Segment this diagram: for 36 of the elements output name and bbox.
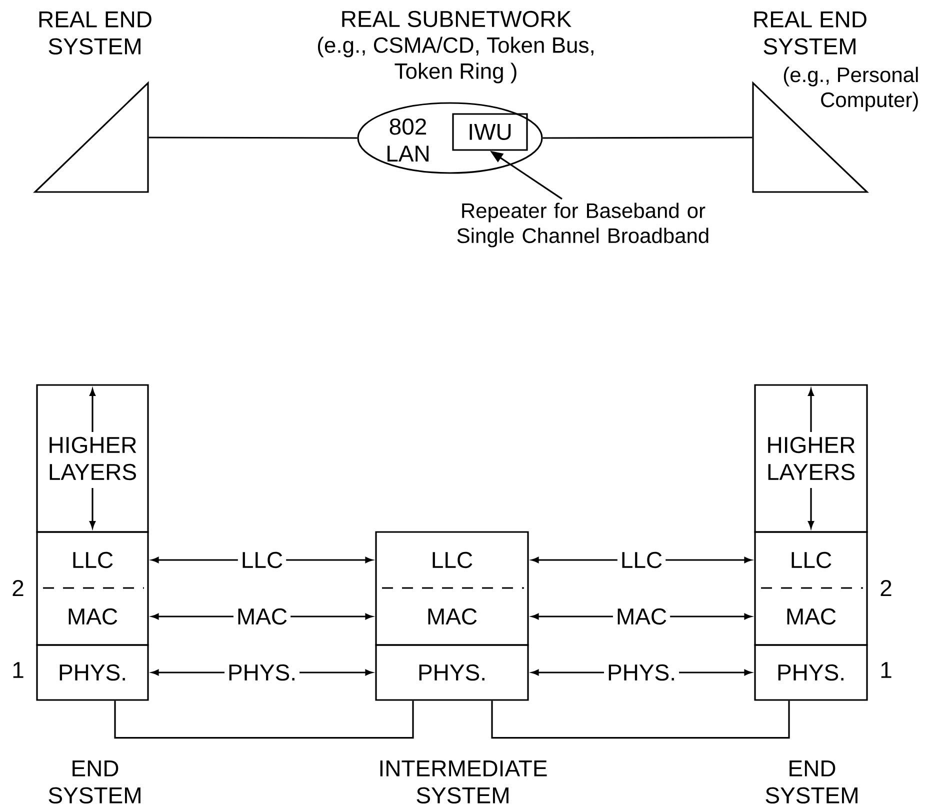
subnetwork-heading: (e.g., CSMA/CD, Token Bus, Token Ring ) [318,36,594,84]
layer-cell: LLC [375,531,529,589]
system-label: INTERMEDIATE SYSTEM [380,760,547,804]
layer-box: PHYS. [36,644,149,701]
layer-cell: MAC [36,588,149,646]
layer-number: 2 [880,580,892,596]
layer-cell: MAC [754,588,868,646]
layer-cell: LLC [36,531,149,589]
layer-number: 1 [13,662,24,678]
layer-box: HIGHER LAYERS [36,384,149,533]
edge-label: MAC [612,605,670,628]
system-label: END SYSTEM [48,760,140,804]
layer-box: PHYS. [754,644,868,701]
lan-label: 802 LAN [388,118,428,162]
bracket-line [491,700,790,739]
edge-label: MAC [233,605,291,628]
layer-cell: MAC [375,588,529,646]
system-heading: (e.g., Personal Computer) [784,66,918,112]
layer-box: PHYS. [375,644,529,701]
layer-cell: LLC [754,531,868,589]
link-line [542,136,752,139]
system-label: END SYSTEM [766,760,858,804]
note-text: Repeater for Baseband or Single Channel Broadband [457,202,708,248]
edge-label: PHYS. [604,661,680,684]
system-heading: REAL END SYSTEM [754,11,866,55]
layer-box: HIGHER LAYERS [754,384,868,533]
layer-number: 2 [12,580,24,596]
subnetwork-heading: REAL SUBNETWORK [342,10,572,28]
edge-label: LLC [617,548,666,572]
system-heading: REAL END SYSTEM [39,11,152,55]
edge-label: LLC [238,548,286,572]
bracket-line [114,700,414,739]
iwu-box: IWU [452,113,528,151]
link-line [148,136,358,139]
edge-label: PHYS. [224,661,300,684]
layer-number: 1 [881,662,892,678]
